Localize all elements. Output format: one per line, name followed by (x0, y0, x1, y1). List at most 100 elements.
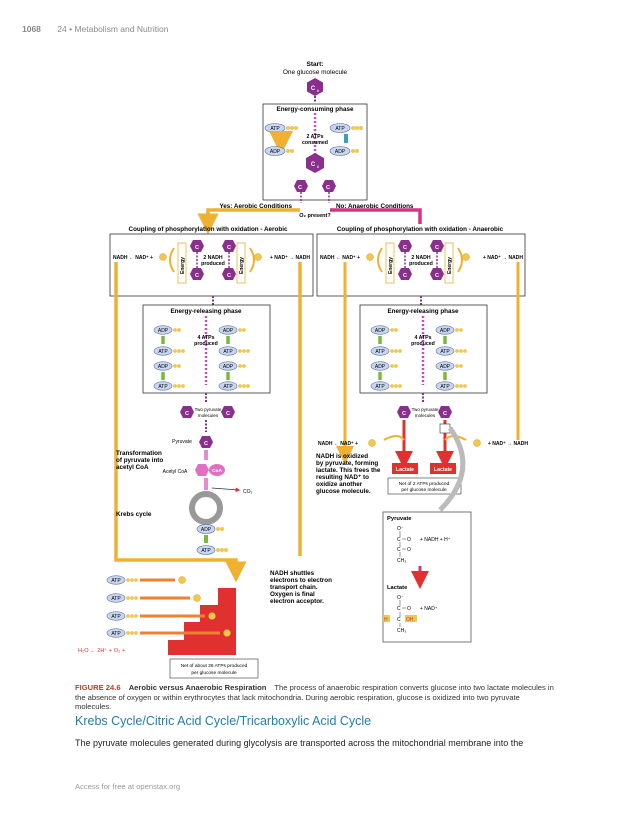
nad-anaer-right: + NAD⁺ → NADH (483, 255, 523, 261)
pyruvate-aer-right: C (221, 406, 235, 418)
nadh-anaer-left: NADH ← NAD⁺ + (320, 255, 360, 261)
water-equation: H₂O ← 2H⁺ + O₂ + (78, 647, 125, 654)
page-footer: Access for free at openstax.org (75, 782, 181, 791)
adp-2: ADP (435, 325, 463, 335)
svg-text:C: C (195, 245, 199, 251)
chapter-title: 24 • Metabolism and Nutrition (57, 24, 169, 34)
nadh-ox-4: resulting NAD⁺ to (316, 474, 369, 481)
svg-text:ADP: ADP (375, 364, 386, 370)
atps-consumed-2: consumed (302, 140, 328, 146)
svg-text:C: C (402, 411, 406, 417)
atp-4: ATP (218, 381, 250, 391)
pyruvate-an-right: C (438, 406, 452, 418)
svg-text:ADP: ADP (375, 328, 386, 334)
svg-text:C: C (298, 185, 302, 191)
svg-text:ATP: ATP (111, 614, 121, 620)
figure-title: Aerobic versus Anaerobic Respiration (128, 683, 267, 692)
svg-text:C: C (435, 273, 439, 279)
krebs-adp: ADP (196, 524, 224, 534)
pyruvate-c3: C (199, 436, 213, 448)
lactate-box-right (430, 463, 456, 474)
svg-text:C: C (311, 162, 316, 168)
nadh-aerobic-left: NADH ← NAD⁺ + (113, 255, 153, 261)
svg-text:ATP: ATP (201, 548, 211, 554)
lac-oh: OH (406, 617, 414, 623)
section-heading: Krebs Cycle/Citric Acid Cycle/Tricarboxy… (75, 714, 372, 728)
two-nadh-aer-1: 2 NADH (203, 255, 223, 261)
svg-text:ATP: ATP (270, 126, 280, 132)
svg-text:ATP: ATP (223, 349, 233, 355)
svg-text:ADP: ADP (158, 364, 169, 370)
coupling-aerobic: Coupling of phosphorylation with oxidati… (129, 226, 288, 233)
energy-releasing-an-label: Energy-releasing phase (387, 308, 459, 315)
body-paragraph: The pyruvate molecules generated during … (75, 738, 524, 748)
net2-box (387, 477, 462, 495)
coupling-aerobic-box (109, 233, 314, 297)
energy-label-aer-l: Energy (180, 257, 186, 274)
shuttle-3: transport chain. (270, 584, 318, 591)
svg-text:ADP: ADP (440, 328, 451, 334)
adp-1: ADP (370, 325, 398, 335)
adp-right: ADP (329, 146, 359, 156)
o2-present-label: O₂ present? (299, 213, 331, 219)
respiration-figure: Start: One glucose molecule C 6 Energy-c… (78, 61, 528, 679)
transform-2: of pyruvate into (116, 457, 163, 464)
c3-aer-d: C (222, 268, 236, 280)
c3-aer-a: C (190, 240, 204, 252)
lac-o1: O (407, 606, 411, 612)
svg-text:ADP: ADP (223, 364, 234, 370)
adp-3: ADP (153, 361, 181, 371)
svg-text:C: C (311, 86, 316, 92)
krebs-label: Krebs cycle (116, 511, 152, 518)
svg-text:ATP: ATP (223, 384, 233, 390)
svg-text:C: C (195, 273, 199, 279)
aerobic-label: Yes: Aerobic Conditions (219, 203, 292, 210)
pyr-o1: O (407, 537, 411, 543)
svg-text:ADP: ADP (223, 328, 234, 334)
etc-staircase (168, 588, 236, 655)
c3-an-b: C (430, 240, 444, 252)
atp-1: ATP (153, 346, 185, 356)
energy-burst (208, 612, 216, 620)
pyr-ch3: CH₃ (397, 558, 406, 564)
coupling-anaerobic-box (316, 233, 526, 297)
two-pyruvate-an-1: Two pyruvate (412, 407, 439, 412)
svg-text:ADP: ADP (270, 149, 281, 155)
energy-consuming-label: Energy-consuming phase (277, 106, 354, 113)
pyr-o-minus: O⁻ (397, 526, 404, 532)
energy-label-aer-r: Energy (239, 257, 245, 274)
lac-nad: + NAD⁺ (420, 606, 438, 612)
coa-label: CoA (212, 468, 222, 474)
svg-text:ADP: ADP (335, 149, 346, 155)
atp-2: ATP (218, 346, 250, 356)
pyruvate-an-left: C (397, 406, 411, 418)
atp-1: ATP (370, 346, 402, 356)
adp-3: ADP (370, 361, 398, 371)
nadh-an-lower-left: NADH ← NAD⁺ + (318, 441, 358, 447)
shuttle-4: Oxygen is final (270, 591, 315, 598)
adp-1: ADP (153, 325, 181, 335)
pyr-c1: C (397, 537, 401, 543)
two-nadh-an-2: produced (409, 261, 433, 267)
net36-1: Net of about 36 ATPs produced (181, 663, 248, 669)
svg-text:ATP: ATP (375, 384, 385, 390)
transform-3: acetyl CoA (116, 464, 149, 471)
svg-text:ATP: ATP (158, 349, 168, 355)
nadh-ox-5: oxidize another (316, 481, 363, 488)
svg-text:C: C (403, 245, 407, 251)
four-atps-1: 4 ATPs (197, 335, 214, 341)
adp-4: ADP (218, 361, 246, 371)
net2-2: per glucose molecule (401, 487, 447, 493)
two-pyruvate-aer-2: molecules (198, 413, 219, 418)
nadh-ox-6: glucose molecule. (316, 488, 371, 495)
adp-2: ADP (218, 325, 246, 335)
krebs-cycle-ring (189, 491, 223, 525)
svg-text:ADP: ADP (158, 328, 169, 334)
shuttle-1: NADH shuttles (270, 570, 315, 577)
energy-releasing-aer-label: Energy-releasing phase (170, 308, 242, 315)
svg-text:6: 6 (317, 164, 320, 169)
inset-lactate: Lactate (387, 585, 408, 591)
svg-text:6: 6 (317, 88, 320, 93)
nad-an-lower-right: + NAD⁺ → NADH (488, 441, 528, 447)
net36-box (169, 658, 259, 679)
